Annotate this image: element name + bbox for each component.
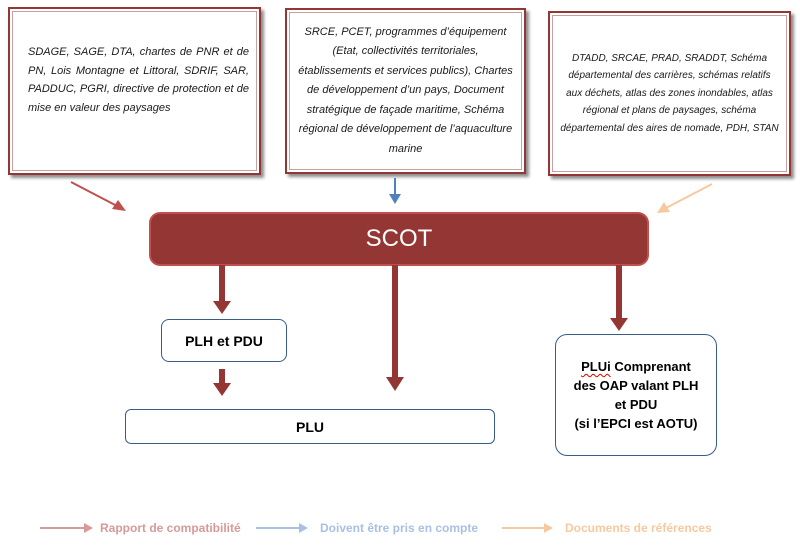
legend-references-label: Documents de références	[565, 521, 712, 535]
arrow-take-into-account-to-scot	[389, 178, 401, 204]
arrow-plh-pdu-to-plu	[213, 369, 231, 396]
legend-compatibility-label: Rapport de compatibilité	[100, 521, 241, 535]
legend-compat-arrow	[40, 523, 93, 533]
plu-box: PLU	[125, 409, 495, 444]
plh-pdu-box: PLH et PDU	[161, 319, 287, 362]
plui-line-2: des OAP valant PLH	[573, 378, 699, 393]
scot-box: SCOT	[151, 214, 647, 264]
arrow-scot-to-plui	[610, 265, 628, 331]
scot-label: SCOT	[365, 225, 433, 252]
doc-box-take-into-account-text: SRCE, PCET, programmes d’équipement (Eta…	[298, 25, 513, 155]
doc-box-references-text: DTADD, SRCAE, PRAD, SRADDT, Schéma dépar…	[560, 52, 779, 134]
plui-acronym: PLUi	[581, 359, 611, 374]
plu-label: PLU	[296, 418, 324, 435]
plui-line-3: et PDU	[614, 397, 658, 412]
plui-line-4: (si l’EPCI est AOTU)	[574, 416, 698, 431]
plui-line-1-rest: Comprenant	[610, 359, 691, 374]
legend-take-into-account-label: Doivent être pris en compte	[320, 521, 479, 535]
doc-box-compatibility-text: SDAGE, SAGE, DTA, chartes de PNR et de P…	[28, 46, 249, 114]
arrow-scot-to-plu	[386, 265, 404, 391]
plui-line-1: PLUi Comprenant	[581, 357, 691, 376]
arrow-scot-to-plh-pdu	[213, 265, 231, 314]
plui-box: PLUi Comprenant des OAP valant PLH et PD…	[555, 334, 717, 456]
legend-ref-arrow	[502, 523, 553, 533]
legend-prise-arrow	[256, 523, 308, 533]
doc-box-compatibility: SDAGE, SAGE, DTA, chartes de PNR et de P…	[8, 7, 261, 175]
arrow-references-to-scot	[657, 183, 713, 213]
arrow-compatibility-to-scot	[70, 181, 126, 211]
doc-box-references: DTADD, SRCAE, PRAD, SRADDT, Schéma dépar…	[548, 11, 791, 176]
plh-pdu-label: PLH et PDU	[185, 332, 263, 349]
doc-box-take-into-account: SRCE, PCET, programmes d’équipement (Eta…	[285, 8, 526, 174]
